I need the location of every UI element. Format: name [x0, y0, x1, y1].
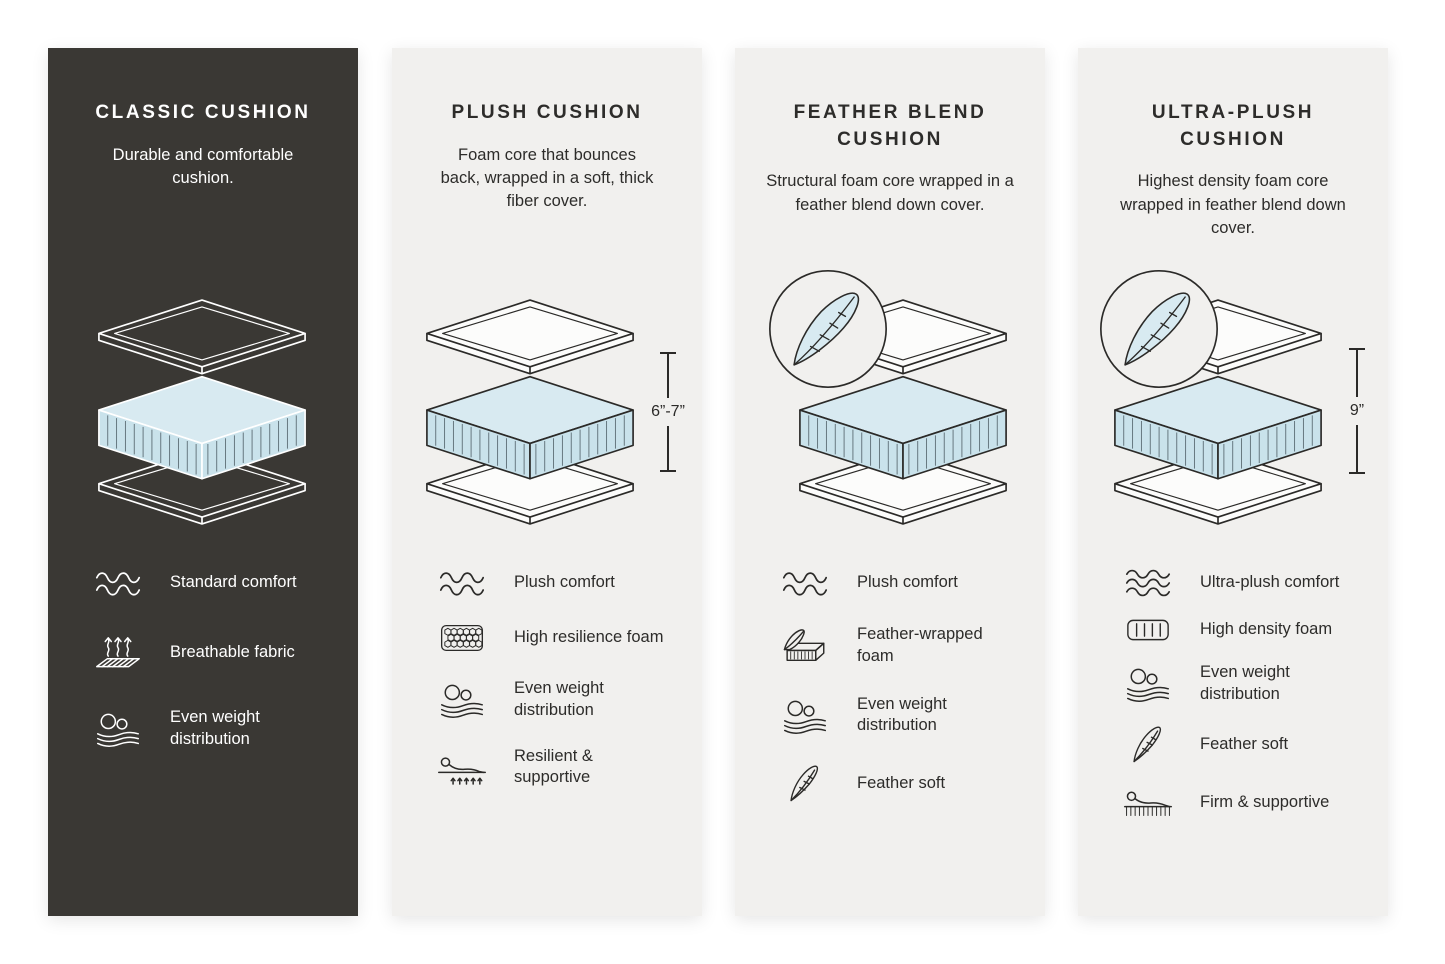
panel-title: FEATHER BLEND CUSHION [793, 102, 987, 150]
feather-icon [1122, 724, 1174, 766]
feather-badge [1100, 270, 1218, 388]
measure-line [667, 354, 669, 398]
panel-title: ULTRA-PLUSH CUSHION [1151, 102, 1315, 150]
panel-description: Foam core that bounces back, wrapped in … [440, 145, 654, 211]
feature-row: Feather soft [1122, 724, 1370, 766]
feature-row: Even weight distribution [779, 694, 1027, 738]
feature-label: Feather soft [857, 774, 946, 793]
panel-title: PLUSH CUSHION [451, 102, 643, 123]
feature-list: Plush comfort Feather-wrapped foam [779, 568, 1027, 831]
wave-icon [779, 568, 831, 598]
even-weight-icon [779, 697, 831, 734]
resilient-supportive-icon [436, 748, 488, 786]
cushion-layers-illustration [735, 270, 1045, 588]
feature-row: Plush comfort [779, 568, 1027, 598]
feature-label: Feather-wrapped foam [857, 625, 983, 665]
feature-row: Ultra-plush comfort [1122, 568, 1370, 598]
feature-list: Plush comfort [436, 568, 684, 813]
cushion-layers-illustration: 6”-7” [392, 278, 702, 588]
measure-cap [1349, 348, 1365, 350]
feature-row: Even weight distribution [436, 678, 684, 722]
feature-label: Breathable fabric [170, 642, 295, 661]
measure-cap [660, 352, 676, 354]
measure-line [1356, 425, 1358, 472]
feature-row: Resilient & supportive [436, 746, 684, 790]
measure-line [1356, 350, 1358, 397]
feature-row: Firm & supportive [1122, 784, 1370, 822]
feature-label: Even weight distribution [857, 694, 947, 735]
feature-label: Even weight distribution [1200, 663, 1290, 703]
even-weight-icon [1122, 665, 1174, 703]
feature-label: Feather soft [1200, 734, 1289, 753]
feature-row: Even weight distribution [1122, 662, 1370, 706]
feature-label: Plush comfort [514, 573, 615, 592]
feature-label: Plush comfort [857, 573, 958, 592]
panel-classic-cushion: CLASSIC CUSHION Durable and comfortable … [48, 48, 358, 916]
panel-description: Structural foam core wrapped in a feathe… [766, 172, 1014, 214]
panel-feather-blend-cushion: FEATHER BLEND CUSHION Structural foam co… [735, 48, 1045, 916]
feature-label: High resilience foam [514, 628, 664, 647]
feature-label: Even weight distribution [170, 708, 260, 748]
feature-label: Standard comfort [170, 573, 297, 592]
panel-header: ULTRA-PLUSH CUSHION Highest density foam… [1078, 48, 1388, 240]
feature-row: Feather soft [779, 763, 1027, 805]
feature-label: Even weight distribution [514, 679, 604, 719]
panel-description: Durable and comfortable cushion. [112, 145, 294, 188]
breathable-fabric-icon [92, 632, 144, 673]
feature-list: Standard comfort Breathable fabric [92, 568, 340, 785]
measure-cap [660, 470, 676, 472]
feature-row: High resilience foam [436, 622, 684, 654]
density-foam-icon [1122, 616, 1174, 644]
feature-label: Firm & supportive [1200, 792, 1330, 811]
feather-badge [769, 270, 887, 388]
panel-description: Highest density foam core wrapped in fea… [1120, 172, 1346, 238]
panel-title: CLASSIC CUSHION [95, 102, 311, 123]
wave-icon [92, 568, 144, 598]
feather-icon [779, 763, 831, 805]
cushion-layers-illustration [48, 278, 358, 588]
wave-icon [1122, 568, 1174, 598]
panel-header: FEATHER BLEND CUSHION Structural foam co… [735, 48, 1045, 217]
layered-cushion-diagram [98, 299, 306, 525]
panel-plush-cushion: PLUSH CUSHION Foam core that bounces bac… [392, 48, 702, 916]
resilience-foam-icon [436, 622, 488, 654]
even-weight-icon [436, 681, 488, 719]
panel-ultra-plush-cushion: ULTRA-PLUSH CUSHION Highest density foam… [1078, 48, 1388, 916]
firm-supportive-icon [1122, 784, 1174, 822]
wave-icon [436, 568, 488, 598]
feature-label: Ultra-plush comfort [1200, 573, 1340, 592]
feature-list: Ultra-plush comfort High density foam [1122, 568, 1370, 840]
feather-wrapped-foam-icon [779, 627, 831, 665]
cushion-layers-illustration: 9” [1078, 270, 1388, 588]
feature-row: Even weight distribution [92, 707, 340, 751]
measurement-label: 9” [1349, 402, 1365, 419]
feature-row: Standard comfort [92, 568, 340, 598]
height-measurement: 9” [1349, 348, 1365, 474]
feature-label: High density foam [1200, 620, 1333, 639]
even-weight-icon [92, 710, 144, 748]
height-measurement: 6”-7” [651, 352, 685, 472]
feature-row: Plush comfort [436, 568, 684, 598]
feature-label: Resilient & supportive [514, 746, 593, 787]
feature-row: Feather-wrapped foam [779, 624, 1027, 668]
measure-line [667, 426, 669, 470]
panel-header: CLASSIC CUSHION Durable and comfortable … [48, 48, 358, 190]
feature-row: High density foam [1122, 616, 1370, 644]
feature-row: Breathable fabric [92, 632, 340, 673]
measurement-label: 6”-7” [651, 403, 685, 420]
panel-header: PLUSH CUSHION Foam core that bounces bac… [392, 48, 702, 214]
layered-cushion-diagram [426, 299, 634, 525]
measure-cap [1349, 472, 1365, 474]
